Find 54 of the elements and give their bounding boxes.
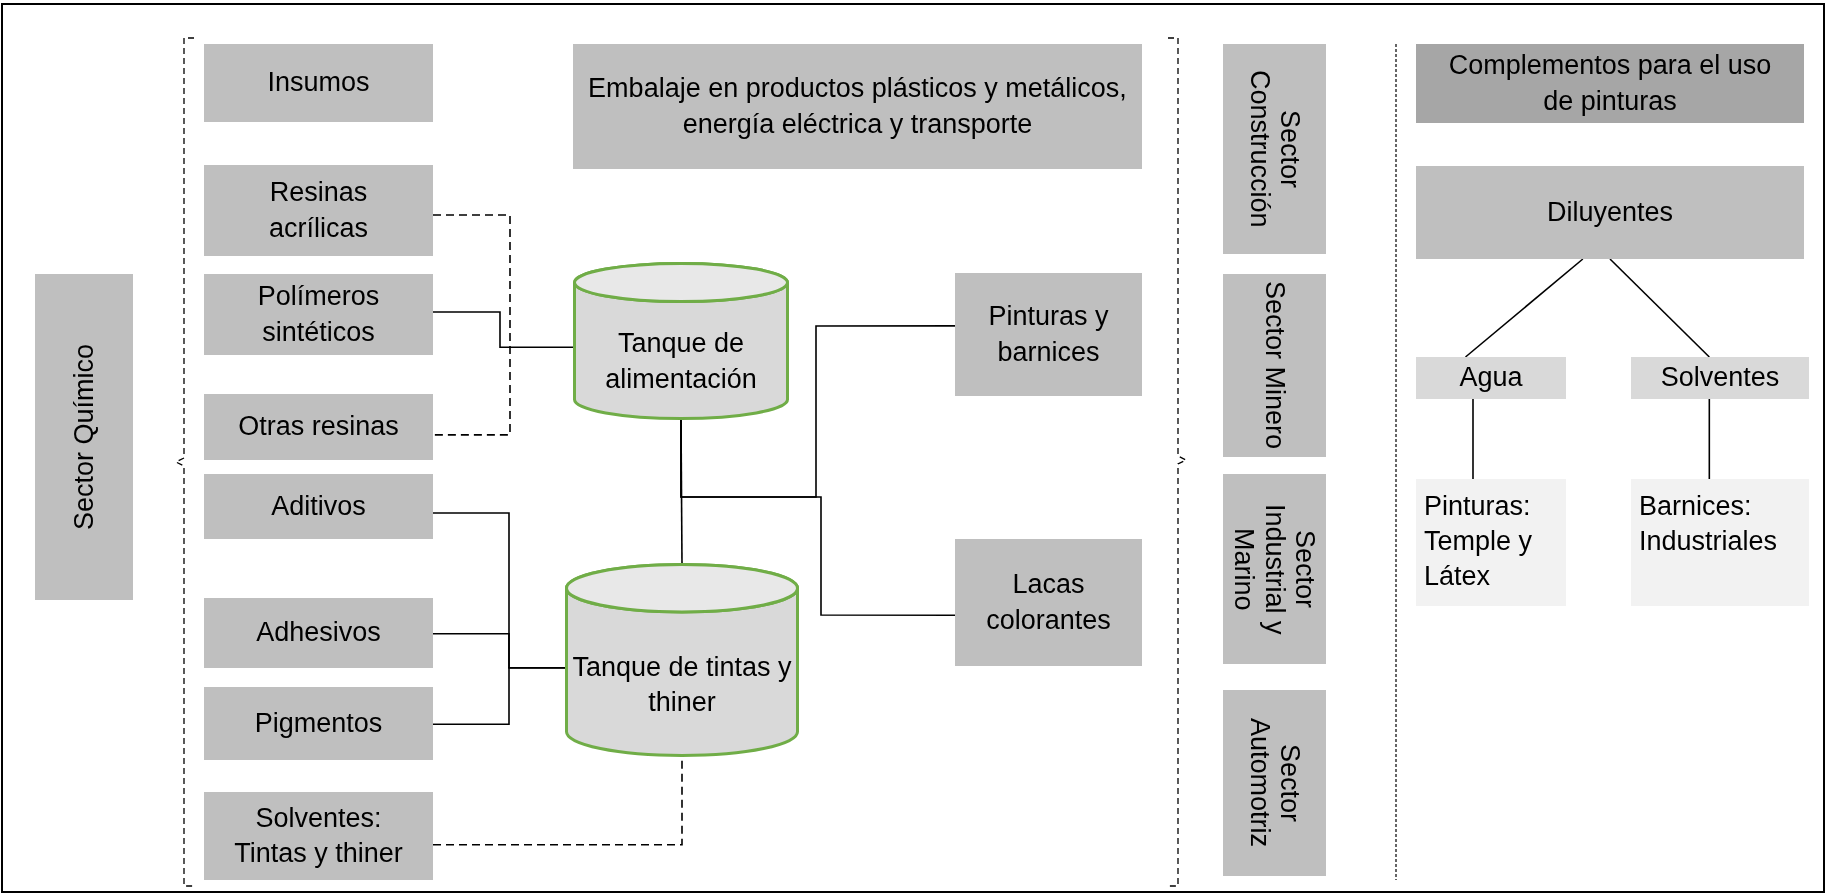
node-label: Barnices: Industriales <box>1639 490 1779 559</box>
node-label: Polímeros sintéticos <box>256 280 381 349</box>
node-label: Pigmentos <box>254 706 383 740</box>
connector-line <box>1472 398 1474 480</box>
process-box <box>1416 357 1566 399</box>
node-label: Sector Industrial y Marino <box>1229 502 1320 637</box>
process-box <box>204 394 433 460</box>
process-box <box>204 44 433 122</box>
node-label: Pinturas: Temple y Látex <box>1424 490 1534 594</box>
process-box <box>35 274 133 600</box>
process-box <box>204 598 433 668</box>
node-label: Sector Químico <box>68 343 100 531</box>
node-label: Complementos para el uso de pinturas <box>1447 49 1773 118</box>
process-box <box>204 687 433 760</box>
connector-line <box>432 311 574 349</box>
process-box <box>955 539 1142 666</box>
process-box <box>1223 474 1326 664</box>
process-box <box>955 273 1142 396</box>
connector-line <box>432 666 566 726</box>
process-box <box>204 274 433 355</box>
process-box <box>204 474 433 539</box>
process-box <box>204 792 433 880</box>
process-box <box>573 44 1142 169</box>
node-label: Otras resinas <box>238 410 399 444</box>
process-box <box>204 165 433 256</box>
connector-line <box>680 419 956 616</box>
process-box <box>1223 690 1326 876</box>
node-label: Solventes: Tintas y thiner <box>233 801 404 870</box>
process-box <box>1631 479 1809 606</box>
node-label: Aditivos <box>271 489 366 523</box>
process-box <box>1631 357 1809 399</box>
connector-line <box>1464 258 1584 358</box>
node-label: Agua <box>1459 361 1523 395</box>
node-label: Tanque de alimentación <box>604 327 758 396</box>
process-box <box>1223 44 1326 254</box>
connector-line <box>1609 258 1711 358</box>
node-label: Embalaje en productos plásticos y metálicos, energía eléctrica y transporte <box>587 72 1128 141</box>
node-label: Sector Automotriz <box>1244 717 1305 850</box>
node-label: Sector Minero <box>1259 281 1290 450</box>
node-label: Adhesivos <box>256 616 381 650</box>
process-box <box>1416 479 1566 606</box>
node-label: Resinas acrílicas <box>268 176 369 245</box>
node-label: Tanque de tintas y thiner <box>571 651 793 720</box>
node-label: Insumos <box>267 66 370 100</box>
connector-line <box>1708 398 1711 480</box>
process-box <box>1416 166 1804 259</box>
connector-line <box>432 214 511 436</box>
node-label: Diluyentes <box>1546 195 1674 229</box>
process-box <box>1416 44 1804 123</box>
process-box <box>1223 274 1326 457</box>
node-label: Lacas colorantes <box>985 568 1112 637</box>
node-label: Sector Construcción <box>1244 69 1305 230</box>
node-label: Pinturas y barnices <box>987 300 1110 369</box>
node-label: Solventes <box>1660 361 1780 395</box>
